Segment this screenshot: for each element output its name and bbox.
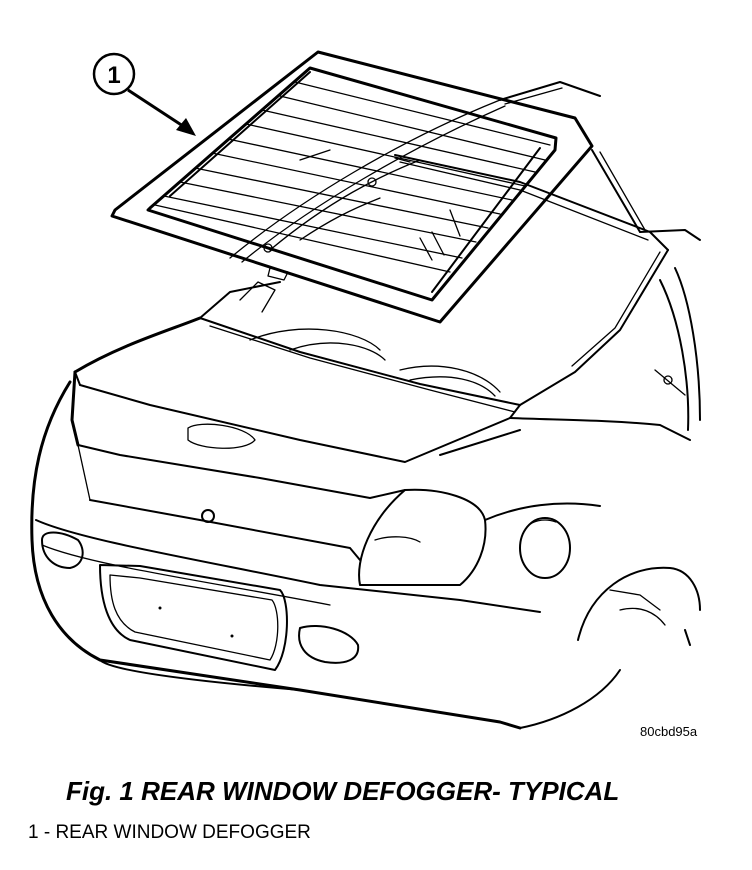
callout-circle [92,52,136,96]
callout-number: 1 [107,62,120,89]
callout-arrowhead [176,118,196,136]
callout-leader-line [127,88,187,130]
legend-item: 1 - REAR WINDOW DEFOGGER [28,822,311,843]
callout-1: 1 [92,52,196,136]
rear-window-glass [110,50,594,324]
car-body [30,81,701,730]
illustration-code: 80cbd95a [640,724,698,739]
figure-caption: Fig. 1 REAR WINDOW DEFOGGER- TYPICAL [66,776,620,806]
rear-window-defogger-illustration: 1 [30,50,701,730]
